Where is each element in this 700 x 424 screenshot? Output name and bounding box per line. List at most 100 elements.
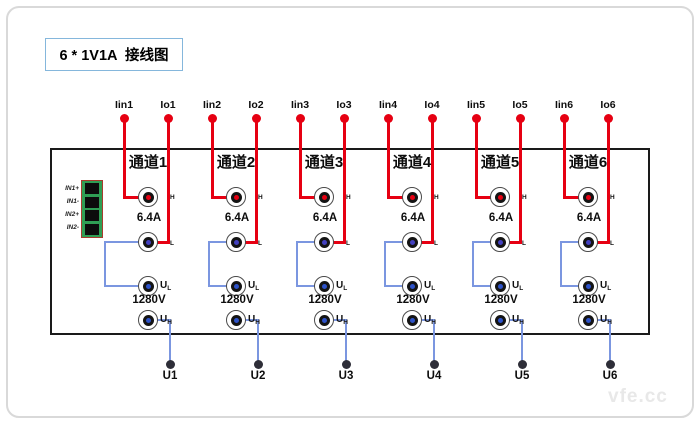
u-output-label: U1	[162, 370, 178, 382]
ih-terminal-sub-label: H	[170, 194, 175, 201]
current-rating-label: 6.4A	[312, 212, 338, 224]
iin-terminal-label: Iin4	[378, 99, 398, 111]
io-dot	[339, 113, 349, 123]
voltage-wire	[296, 285, 315, 287]
iin-dot	[383, 113, 393, 123]
voltage-rating-label: 1280V	[572, 294, 606, 306]
uh-terminal-label: UH	[336, 314, 348, 326]
ih-terminal	[226, 187, 246, 207]
ul-terminal-label: UL	[600, 280, 611, 292]
io-terminal-label: Io1	[160, 99, 176, 111]
u-output-dot	[517, 360, 527, 369]
current-wire	[386, 120, 390, 198]
u-output-dot	[429, 360, 439, 369]
current-wire	[298, 195, 315, 199]
ul-terminal-label: UL	[160, 280, 171, 292]
ul-sub: L	[255, 285, 260, 292]
voltage-wire	[509, 319, 523, 321]
voltage-wire	[104, 285, 139, 287]
il-terminal	[402, 232, 422, 252]
il-terminal	[490, 232, 510, 252]
u-output-dot	[341, 360, 351, 369]
ih-terminal-sub-label: H	[434, 194, 439, 201]
connector-pin	[85, 196, 99, 208]
ul-terminal	[402, 276, 422, 296]
ih-terminal	[402, 187, 422, 207]
current-wire	[386, 195, 403, 199]
voltage-wire	[521, 319, 523, 365]
iin-terminal-label: Iin5	[466, 99, 486, 111]
io-terminal-label: Io5	[512, 99, 528, 111]
voltage-wire	[560, 241, 562, 287]
voltage-rating-label: 1280V	[220, 294, 254, 306]
uh-sub: H	[343, 319, 348, 326]
voltage-wire	[169, 319, 171, 365]
channel-header: 通道3	[304, 154, 344, 171]
iin-dot	[207, 113, 217, 123]
u-letter: U	[336, 280, 344, 291]
current-wire	[245, 240, 258, 244]
voltage-wire	[157, 319, 171, 321]
il-terminal	[314, 232, 334, 252]
connector-pin-label: IN2+	[65, 211, 79, 218]
uh-terminal	[226, 310, 246, 330]
ih-terminal	[314, 187, 334, 207]
current-wire	[254, 120, 258, 244]
uh-terminal-label: UH	[424, 314, 436, 326]
connector-pin-label: IN1-	[66, 198, 79, 205]
io-terminal-label: Io2	[248, 99, 264, 111]
il-terminal	[578, 232, 598, 252]
channel-header: 通道5	[480, 154, 520, 171]
iin-dot	[119, 113, 129, 123]
voltage-wire	[257, 319, 259, 365]
current-wire	[518, 120, 522, 244]
channel-header: 通道6	[568, 154, 608, 171]
uh-sub: H	[519, 319, 524, 326]
current-rating-label: 6.4A	[488, 212, 514, 224]
u-output-label: U2	[250, 370, 266, 382]
iin-terminal-label: Iin3	[290, 99, 310, 111]
uh-terminal	[138, 310, 158, 330]
voltage-wire	[472, 241, 491, 243]
io-dot	[251, 113, 261, 123]
il-terminal-sub-label: L	[258, 240, 262, 247]
ul-sub: L	[343, 285, 348, 292]
il-terminal-sub-label: L	[434, 240, 438, 247]
current-wire	[210, 120, 214, 198]
current-wire	[298, 120, 302, 198]
ul-sub: L	[519, 285, 524, 292]
current-wire	[474, 195, 491, 199]
current-rating-label: 6.4A	[136, 212, 162, 224]
u-letter: U	[424, 280, 432, 291]
voltage-wire	[560, 241, 579, 243]
ih-terminal-sub-label: H	[346, 194, 351, 201]
voltage-wire	[472, 241, 474, 287]
voltage-rating-label: 1280V	[396, 294, 430, 306]
ul-terminal-label: UL	[336, 280, 347, 292]
uh-terminal-label: UH	[512, 314, 524, 326]
ih-terminal-sub-label: H	[258, 194, 263, 201]
current-wire	[157, 240, 170, 244]
uh-terminal	[314, 310, 334, 330]
u-letter: U	[248, 314, 256, 325]
io-dot	[515, 113, 525, 123]
voltage-wire	[333, 319, 347, 321]
current-wire	[333, 240, 346, 244]
u-output-dot	[253, 360, 263, 369]
il-terminal-sub-label: L	[522, 240, 526, 247]
ul-terminal	[490, 276, 510, 296]
iin-dot	[295, 113, 305, 123]
il-terminal-sub-label: L	[170, 240, 174, 247]
iin-terminal-label: Iin2	[202, 99, 222, 111]
current-wire	[342, 120, 346, 244]
u-letter: U	[512, 314, 520, 325]
current-wire	[166, 120, 170, 244]
voltage-wire	[384, 285, 403, 287]
voltage-wire	[296, 241, 298, 287]
iin-terminal-label: Iin6	[554, 99, 574, 111]
ul-terminal	[314, 276, 334, 296]
connector-pin-label: IN1+	[65, 185, 79, 192]
il-terminal-sub-label: L	[610, 240, 614, 247]
u-output-dot	[165, 360, 175, 369]
voltage-wire	[208, 241, 227, 243]
